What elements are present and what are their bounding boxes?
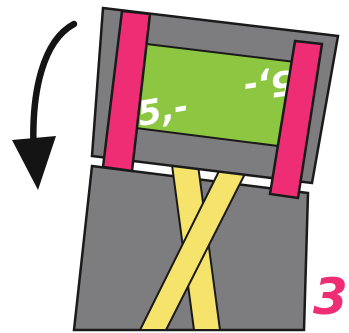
curved-arrow-down-icon [12, 24, 74, 190]
arrow-head [12, 136, 56, 190]
step-number: 3 [313, 268, 348, 326]
wallet-top-half: 5,- 5,- [92, 8, 338, 198]
